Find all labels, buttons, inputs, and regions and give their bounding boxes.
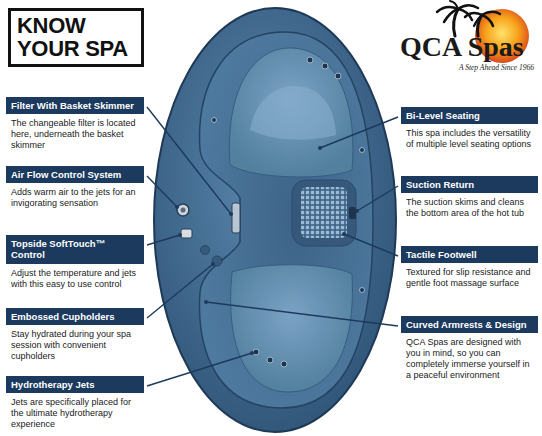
title-box: KNOW YOUR SPA [8, 8, 144, 67]
callout-box: Topside SoftTouch™ ControlAdjust the tem… [6, 235, 144, 290]
spa-shell [154, 8, 396, 432]
callout-text: Adds warm air to the jets for an invigor… [6, 183, 144, 209]
leader-dots [175, 146, 359, 355]
callout-box: Air Flow Control SystemAdds warm air to … [6, 166, 144, 209]
callout-heading: Bi-Level Seating [401, 107, 538, 124]
skimmer [232, 203, 240, 233]
callout-box: Curved Armrests & DesignQCA Spas are des… [401, 316, 538, 381]
callout-heading: Tactile Footwell [401, 246, 538, 263]
callout-text: Textured for slip resistance and gentle … [401, 263, 538, 289]
logo-tagline: A Step Ahead Since 1966 [459, 64, 534, 72]
logo-text: QCA Spas [400, 33, 524, 61]
callout-text: Stay hydrated during your spa session wi… [6, 325, 144, 362]
callout-text: QCA Spas are designed with you in mind, … [401, 333, 538, 381]
lower-seat [231, 265, 353, 392]
callout-heading: Embossed Cupholders [6, 308, 144, 325]
footwell [292, 180, 356, 246]
callout-text: Adjust the temperature and jets with thi… [6, 264, 144, 290]
upper-seat-level [250, 86, 336, 140]
jets [212, 57, 365, 367]
callout-heading: Hydrotherapy Jets [6, 376, 144, 393]
title-text: KNOW YOUR SPA [17, 14, 135, 60]
callout-box: Embossed CupholdersStay hydrated during … [6, 308, 144, 362]
palm-trees [437, 1, 500, 36]
upper-seat [229, 48, 353, 177]
callout-text: This spa includes the versatility of mul… [401, 124, 538, 150]
footwell-texture [301, 187, 347, 238]
suction-return [349, 207, 356, 219]
air-control-knob [181, 208, 186, 213]
callout-box: Tactile FootwellTextured for slip resist… [401, 246, 538, 289]
callout-heading: Filter With Basket Skimmer [6, 97, 144, 114]
callout-text: The suction skims and cleans the bottom … [401, 193, 538, 219]
callout-text: The changeable filter is located here, u… [6, 114, 144, 151]
air-control [177, 204, 189, 216]
spa-interior [200, 32, 373, 408]
topside-control [181, 229, 192, 238]
callout-text: Jets are specifically placed for the ult… [6, 393, 144, 430]
callout-heading: Suction Return [401, 176, 538, 193]
callout-box: Suction ReturnThe suction skims and clea… [401, 176, 538, 219]
callout-box: Bi-Level SeatingThis spa includes the ve… [401, 107, 538, 150]
cupholder [212, 256, 222, 266]
callout-box: Filter With Basket SkimmerThe changeable… [6, 97, 144, 151]
callout-heading: Topside SoftTouch™ Control [6, 235, 144, 264]
callout-heading: Curved Armrests & Design [401, 316, 538, 333]
cupholder [201, 246, 210, 255]
callout-box: Hydrotherapy JetsJets are specifically p… [6, 376, 144, 430]
leader-lines [147, 107, 398, 386]
callout-heading: Air Flow Control System [6, 166, 144, 183]
